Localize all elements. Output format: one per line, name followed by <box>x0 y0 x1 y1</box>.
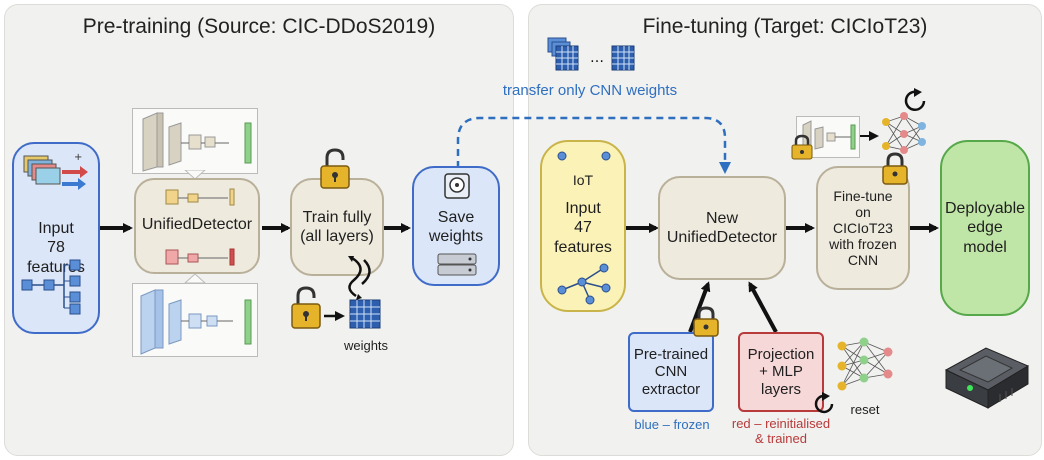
train-fully-label: Train fully (all layers) <box>300 208 374 245</box>
finetune-label: Fine-tune on CICIoT23 with frozen CNN <box>829 187 897 269</box>
legend-blue-frozen: blue – frozen <box>634 417 710 432</box>
reset-caption: reset <box>850 402 880 417</box>
input-47-label: Input 47 features <box>554 200 612 256</box>
hard-disk-icon <box>444 173 470 199</box>
server-icon <box>437 253 477 276</box>
transfer-weights-icon: … <box>547 37 635 71</box>
cnn-diagram-top <box>132 108 258 174</box>
weights-grid-icon <box>349 299 381 329</box>
neural-net-icon <box>882 112 926 154</box>
finetuning-title: Fine-tuning (Target: CICIoT23) <box>642 15 928 38</box>
legend-red-reinitialised: red – reinitialised & trained <box>731 416 831 446</box>
svg-text:+: + <box>74 152 82 163</box>
weights-grid-icon <box>547 37 579 71</box>
train-fully-node: Train fully (all layers) <box>290 178 384 276</box>
detector-layers-top-icon <box>165 188 235 206</box>
pretrained-cnn-node: Pre-trained CNN extractor <box>628 332 714 412</box>
input-47-features-node: IoT Input 47 features <box>540 140 626 312</box>
feature-stack-icon: + <box>23 152 88 190</box>
lock-icon <box>693 306 719 337</box>
training-loop-icon <box>348 256 371 300</box>
unlock-icon <box>320 148 350 189</box>
tree-structure-icon <box>21 259 81 315</box>
refresh-icon <box>904 88 926 111</box>
save-weights-label: Save weights <box>428 208 484 245</box>
cnn-diagram-bottom <box>132 283 258 357</box>
cnn-layers-blue-icon <box>140 289 252 355</box>
unified-detector-node: UnifiedDetector <box>134 178 260 274</box>
input-78-features-node: Input 78 features <box>12 142 100 334</box>
pretraining-title: Pre-training (Source: CIC-DDoS2019) <box>82 15 436 38</box>
lock-icon <box>791 134 813 160</box>
cnn-layers-icon <box>142 112 252 172</box>
iot-network-top-icon <box>557 151 611 161</box>
detector-layers-bottom-icon <box>165 248 235 266</box>
unlock-weights-icon <box>291 286 345 329</box>
finetune-node: Fine-tune on CICIoT23 with frozen CNN <box>816 166 910 290</box>
deployable-model-node: Deployable edge model <box>940 140 1030 316</box>
svg-text:…: … <box>590 50 604 66</box>
deployable-model-label: Deployable edge model <box>944 200 1026 256</box>
projection-mlp-label: Projection + MLP layers <box>747 346 815 398</box>
new-unified-detector-node: New UnifiedDetector <box>658 176 786 280</box>
lock-icon <box>882 152 908 185</box>
unified-detector-label: UnifiedDetector <box>141 216 253 234</box>
new-unified-detector-label: New UnifiedDetector <box>666 209 778 246</box>
iot-network-icon <box>557 263 611 305</box>
weights-caption: weights <box>343 338 389 353</box>
refresh-icon <box>814 392 834 414</box>
iot-label: IoT <box>572 172 594 188</box>
edge-device-icon <box>944 347 1030 409</box>
pretrained-cnn-label: Pre-trained CNN extractor <box>633 346 709 398</box>
transfer-label: transfer only CNN weights <box>502 82 678 99</box>
neural-net-icon <box>837 337 893 391</box>
projection-mlp-node: Projection + MLP layers <box>738 332 824 412</box>
